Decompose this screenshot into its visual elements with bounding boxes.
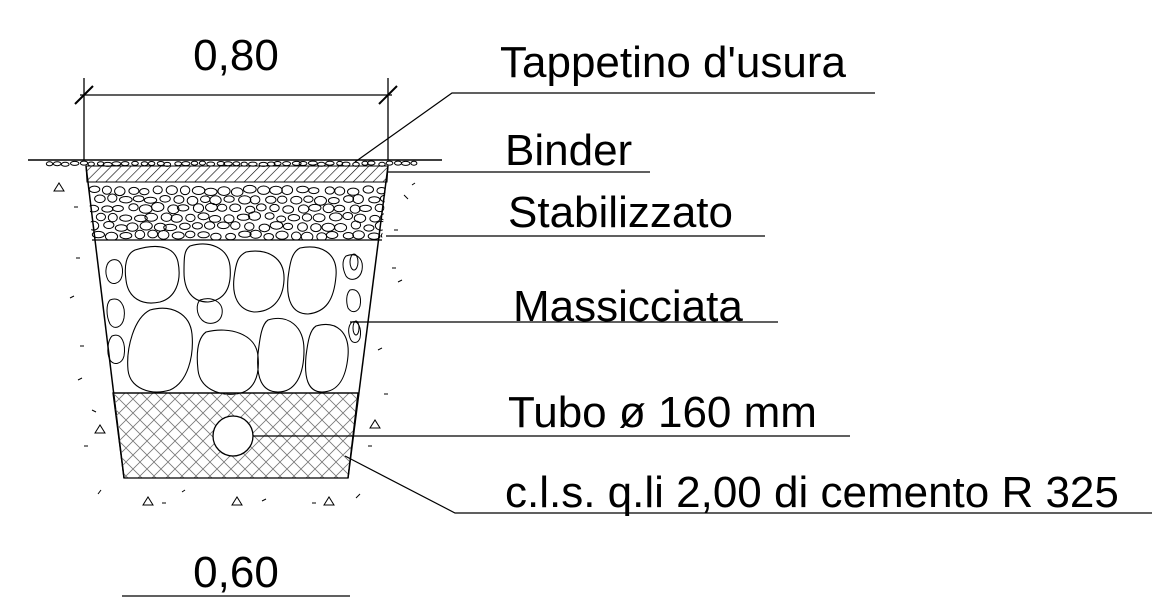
label-tappetino: Tappetino d'usura <box>500 38 847 87</box>
leader-lines <box>253 92 1152 514</box>
soil-marks <box>53 182 416 506</box>
label-tubo: Tubo ø 160 mm <box>508 388 817 437</box>
label-massicciata: Massicciata <box>513 282 743 331</box>
stabilizzato-layer <box>88 183 386 241</box>
binder-layer <box>85 165 389 183</box>
label-stabilizzato: Stabilizzato <box>508 188 733 237</box>
bottom-width-label: 0,60 <box>193 548 279 597</box>
bottom-dimension: 0,60 <box>122 548 350 597</box>
top-dimension: 0,80 <box>74 31 398 160</box>
label-cls: c.l.s. q.li 2,00 di cemento R 325 <box>505 468 1119 517</box>
massicciata-layer <box>105 243 363 395</box>
top-width-label: 0,80 <box>193 31 279 80</box>
pipe-circle <box>212 415 254 457</box>
label-binder: Binder <box>505 126 632 175</box>
